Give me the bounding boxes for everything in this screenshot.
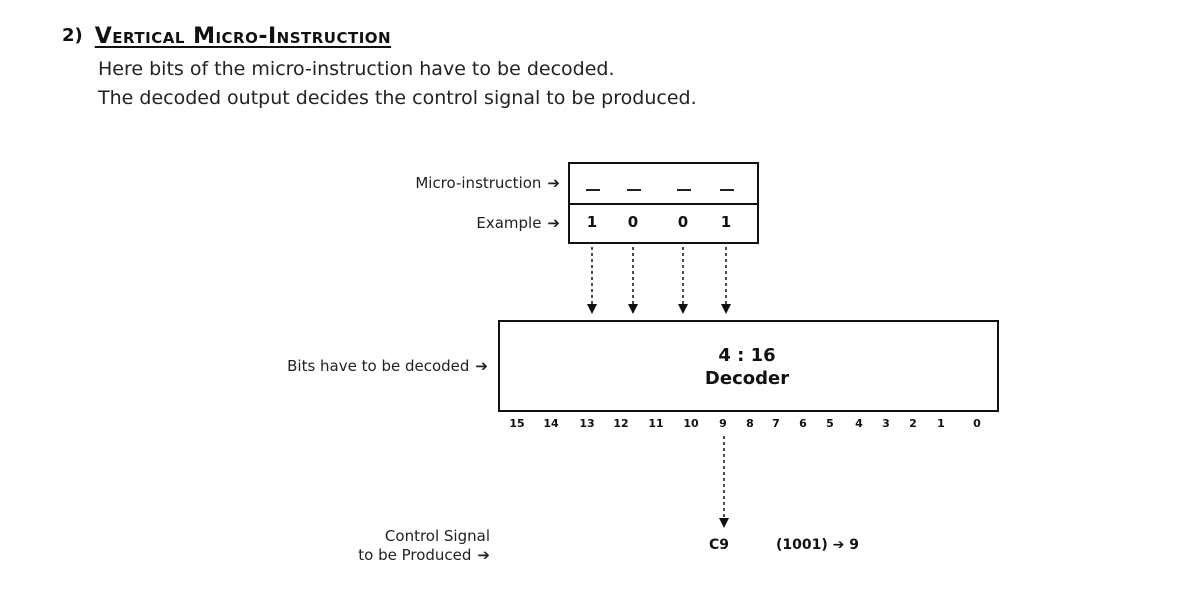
output-2: 2 xyxy=(909,417,917,430)
control-signal-label: Control Signal to be Produced ➔ xyxy=(358,527,490,565)
output-15: 15 xyxy=(509,417,525,430)
section-heading: 2) Vertical Micro-Instruction xyxy=(62,24,391,49)
arrow-right-icon: ➔ xyxy=(547,174,560,192)
arrow-right-icon: ➔ xyxy=(477,546,490,564)
blank-bit xyxy=(586,189,600,191)
example-bit-3: 1 xyxy=(586,213,598,231)
section-number: 2) xyxy=(62,25,83,46)
control-signal-label-line2: to be Produced xyxy=(358,546,472,564)
control-signal-label-line1: Control Signal xyxy=(384,527,490,545)
section-title: Vertical Micro-Instruction xyxy=(94,24,392,49)
description-line-1: Here bits of the micro-instruction have … xyxy=(98,58,615,80)
example-bit-0: 1 xyxy=(720,213,732,231)
decoder-box xyxy=(498,320,999,412)
description-line-2: The decoded output decides the control s… xyxy=(98,87,697,109)
micro-instruction-label-text: Micro-instruction xyxy=(415,174,542,192)
output-14: 14 xyxy=(543,417,559,430)
blank-bit xyxy=(677,189,691,191)
blank-bit xyxy=(720,189,734,191)
example-bit-2: 0 xyxy=(627,213,639,231)
output-8: 8 xyxy=(746,417,754,430)
example-bit-1: 0 xyxy=(677,213,689,231)
output-1: 1 xyxy=(937,417,945,430)
bits-decoded-label-text: Bits have to be decoded xyxy=(287,357,470,375)
micro-instruction-label: Micro-instruction ➔ xyxy=(415,174,560,192)
control-signal-output: C9 xyxy=(709,537,730,553)
output-0: 0 xyxy=(973,417,981,430)
output-13: 13 xyxy=(579,417,595,430)
decoder-ratio: 4 : 16 xyxy=(718,345,776,366)
arrow-right-icon: ➔ xyxy=(475,357,488,375)
blank-bit xyxy=(627,189,641,191)
micro-instruction-register xyxy=(568,162,759,244)
register-divider xyxy=(570,203,757,205)
bit-mapping: (1001) ➔ 9 xyxy=(776,537,859,553)
decoder-name: Decoder xyxy=(704,368,790,389)
example-label: Example ➔ xyxy=(476,214,560,232)
arrow-right-icon: ➔ xyxy=(547,214,560,232)
output-10: 10 xyxy=(683,417,699,430)
example-label-text: Example xyxy=(476,214,542,232)
output-4: 4 xyxy=(855,417,863,430)
bits-decoded-label: Bits have to be decoded ➔ xyxy=(287,357,488,375)
output-9: 9 xyxy=(719,417,727,430)
output-6: 6 xyxy=(799,417,807,430)
output-12: 12 xyxy=(613,417,629,430)
output-3: 3 xyxy=(882,417,890,430)
output-5: 5 xyxy=(826,417,834,430)
output-11: 11 xyxy=(648,417,664,430)
output-7: 7 xyxy=(772,417,780,430)
